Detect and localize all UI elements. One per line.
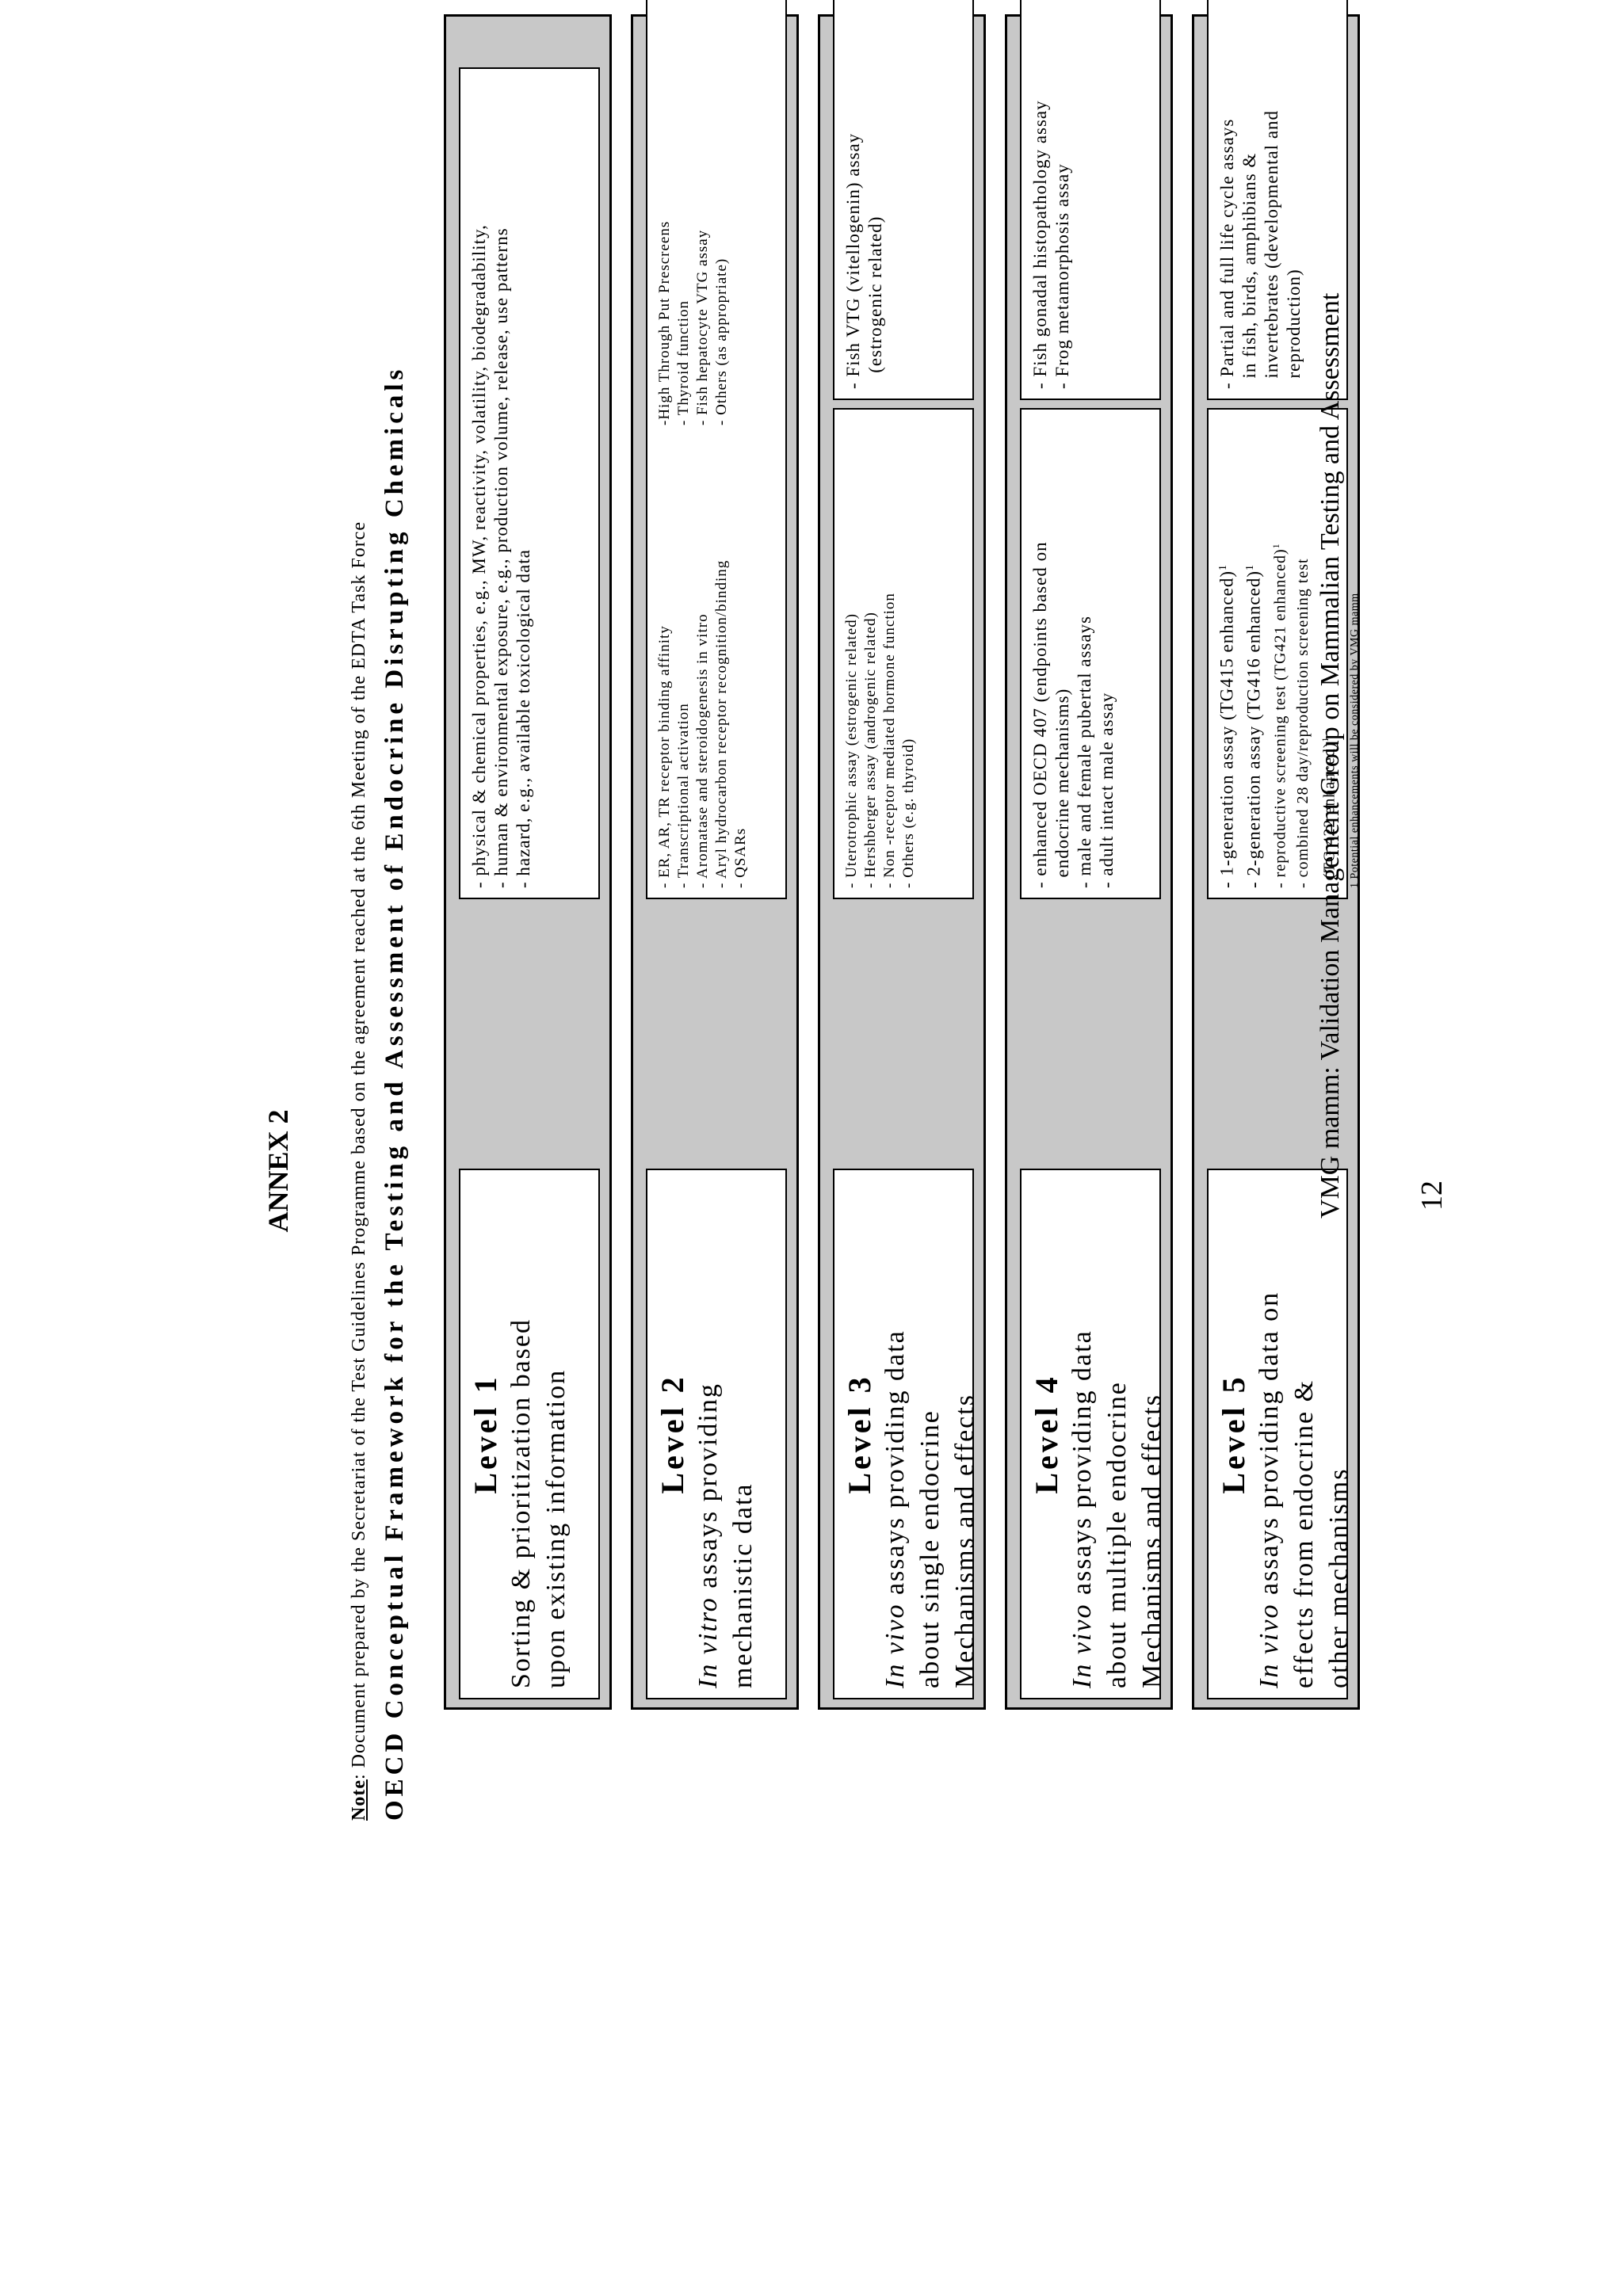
list-item-text: - 2-generation assay (TG416 enhanced) <box>1243 570 1264 888</box>
list-item: (estrogenic related) <box>865 215 885 389</box>
list-item: invertebrates (developmental and <box>1262 109 1281 389</box>
level-1-label-box: Level 1 Sorting & prioritization based u… <box>459 1169 600 1699</box>
level-2-label-box: Level 2 In vitro assays providing mechan… <box>646 1169 787 1699</box>
footer-text: VMG mamm: Validation Management Group on… <box>1316 292 1345 1219</box>
level-4-wildlife-box: - Fish gonadal histopathology assay - Fr… <box>1020 0 1161 400</box>
level-3-assays-box: - Uterotrophic assay (estrogenic related… <box>833 408 974 899</box>
level-4-desc-em: In vivo <box>1067 1603 1097 1688</box>
footnote-marker: 1 <box>1270 543 1282 549</box>
level-3-desc-line: Mechanisms and effects <box>950 1394 980 1688</box>
level-1-title: Level 1 <box>468 1374 503 1494</box>
list-item: - Others (as appropriate) <box>713 257 730 425</box>
level-2-desc-rest: assays providing <box>693 1383 723 1597</box>
list-item: - ER, AR, TR receptor binding affinity <box>656 625 673 888</box>
footnote: 1 Potential enhancements will be conside… <box>1348 593 1361 888</box>
level-3-desc-rest: assays providing data <box>880 1329 910 1604</box>
page-number: 12 <box>1415 1180 1449 1211</box>
list-item: -High Through Put Prescreens <box>656 220 673 425</box>
level-1-band: Level 1 Sorting & prioritization based u… <box>444 14 612 1710</box>
level-4-col1: - enhanced OECD 407 (endpoints based on … <box>1022 410 1126 898</box>
list-item: - Non -receptor mediated hormone functio… <box>881 593 898 888</box>
level-4-label-box: Level 4 In vivo assays providing data ab… <box>1020 1169 1167 1699</box>
level-4-assays-box: - enhanced OECD 407 (endpoints based on … <box>1020 408 1161 899</box>
level-2-columns: - ER, AR, TR receptor binding affinity -… <box>647 0 758 898</box>
level-5-title: Level 5 <box>1216 1374 1251 1494</box>
level-4-title: Level 4 <box>1029 1374 1064 1494</box>
list-item-text: - 1-generation assay (TG415 enhanced) <box>1216 570 1237 888</box>
level-1-desc-line: upon existing information <box>541 1368 571 1688</box>
level-5-col2: - Partial and full life cycle assays in … <box>1209 0 1313 399</box>
level-4-desc: In vivo assays providing data about mult… <box>1065 1170 1170 1698</box>
level-3-col2: - Fish VTG (vitellogenin) assay (estroge… <box>834 0 895 399</box>
list-item: - Fish VTG (vitellogenin) assay <box>843 132 863 389</box>
list-item: - adult intact male assay <box>1097 692 1117 888</box>
level-3-desc: In vivo assays providing data about sing… <box>878 1170 983 1698</box>
list-item: - QSARs <box>732 827 749 888</box>
level-4-desc-rest: assays providing data <box>1067 1329 1097 1604</box>
level-2-desc-line: mechanistic data <box>728 1482 758 1688</box>
level-2-col1: - ER, AR, TR receptor binding affinity -… <box>647 435 758 898</box>
main-title: OECD Conceptual Framework for the Testin… <box>380 365 409 1821</box>
level-5-desc-line: other mechanisms <box>1324 1467 1354 1688</box>
list-item: - physical & chemical properties, e.g., … <box>469 224 489 888</box>
footnote-marker: 1 <box>1216 564 1228 570</box>
list-item: - 2-generation assay (TG416 enhanced)1 <box>1239 419 1266 888</box>
level-3-wildlife-box: - Fish VTG (vitellogenin) assay (estroge… <box>833 0 974 400</box>
level-1-assay-list: - physical & chemical properties, e.g., … <box>460 69 543 898</box>
level-4-band: Level 4 In vivo assays providing data ab… <box>1005 0 1173 1710</box>
level-3-desc-em: In vivo <box>880 1603 910 1688</box>
level-3-band: Level 3 In vivo assays providing data ab… <box>818 0 986 1710</box>
list-item: - combined 28 day/reproduction screening… <box>1293 558 1312 888</box>
level-2-col2: -High Through Put Prescreens - Thyroid f… <box>647 212 758 435</box>
level-1-assays-box: - physical & chemical properties, e.g., … <box>459 67 600 899</box>
level-5-desc: In vivo assays providing data on effects… <box>1252 1170 1357 1698</box>
list-item: - Transcriptional activation <box>675 703 692 888</box>
list-item: - Fish hepatocyte VTG assay <box>694 229 711 425</box>
list-item: - human & environmental exposure, e.g., … <box>491 227 511 888</box>
list-item: - enhanced OECD 407 (endpoints based on <box>1030 541 1050 888</box>
level-4-col2: - Fish gonadal histopathology assay - Fr… <box>1022 0 1082 399</box>
level-2-assays-box: - ER, AR, TR receptor binding affinity -… <box>646 0 787 899</box>
list-item: - reproductive screening test (TG421 enh… <box>1265 419 1292 888</box>
level-5-desc-em: In vivo <box>1254 1603 1284 1688</box>
list-item: - male and female pubertal assays <box>1075 615 1094 888</box>
level-1-desc: Sorting & prioritization based upon exis… <box>504 1170 574 1698</box>
list-item: - Partial and full life cycle assays <box>1217 118 1237 389</box>
level-2-desc: In vitro assays providing mechanistic da… <box>691 1170 761 1698</box>
level-5-desc-line: effects from endocrine & <box>1289 1379 1319 1688</box>
list-item: - Hershberger assay (androgenic related) <box>862 612 879 888</box>
rotated-page: ANNEX 2 Note: Document prepared by the S… <box>262 0 1593 2106</box>
level-5-col1: - 1-generation assay (TG415 enhanced)1 -… <box>1209 410 1374 898</box>
list-item: reproduction) <box>1284 269 1304 389</box>
level-5-label-box: Level 5 In vivo assays providing data on… <box>1207 1169 1354 1699</box>
level-2-band: Level 2 In vitro assays providing mechan… <box>631 0 799 1710</box>
note-text: : Document prepared by the Secretariat o… <box>349 521 369 1780</box>
level-3-desc-line: about single endocrine <box>915 1409 945 1688</box>
list-item: in fish, birds, amphibians & <box>1239 152 1259 389</box>
list-item: - Uterotrophic assay (estrogenic related… <box>843 613 860 888</box>
level-3-label-box: Level 3 In vivo assays providing data ab… <box>833 1169 980 1699</box>
list-item: - hazard, e.g., available toxicological … <box>514 549 533 888</box>
level-2-desc-em: In vitro <box>693 1596 723 1688</box>
list-item: - Others (e.g. thyroid) <box>900 738 917 888</box>
list-item: endocrine mechanisms) <box>1052 688 1072 888</box>
level-4-desc-line: Mechanisms and effects <box>1137 1394 1167 1688</box>
level-5-desc-rest: assays providing data on <box>1254 1291 1284 1604</box>
level-3-col1: - Uterotrophic assay (estrogenic related… <box>834 410 926 898</box>
note: Note: Document prepared by the Secretari… <box>349 117 370 1821</box>
list-item: - Aromatase and steroidogenesis in vitro <box>694 613 711 888</box>
level-2-title: Level 2 <box>655 1374 690 1494</box>
list-item-text: - reproductive screening test (TG421 enh… <box>1271 548 1289 888</box>
level-1-desc-line: Sorting & prioritization based <box>506 1318 536 1688</box>
note-label: Note <box>349 1779 369 1821</box>
level-4-desc-line: about multiple endocrine <box>1102 1381 1132 1688</box>
list-item: - Thyroid function <box>675 299 692 425</box>
list-item: - Aryl hydrocarbon receptor recognition/… <box>713 559 730 888</box>
level-3-title: Level 3 <box>842 1374 877 1494</box>
annex-heading: ANNEX 2 <box>262 1109 294 1233</box>
list-item: - Frog metamorphosis assay <box>1052 163 1072 389</box>
list-item: - Fish gonadal histopathology assay <box>1030 100 1050 389</box>
footnote-marker: 1 <box>1243 564 1255 570</box>
list-item: - 1-generation assay (TG415 enhanced)1 <box>1212 419 1239 888</box>
